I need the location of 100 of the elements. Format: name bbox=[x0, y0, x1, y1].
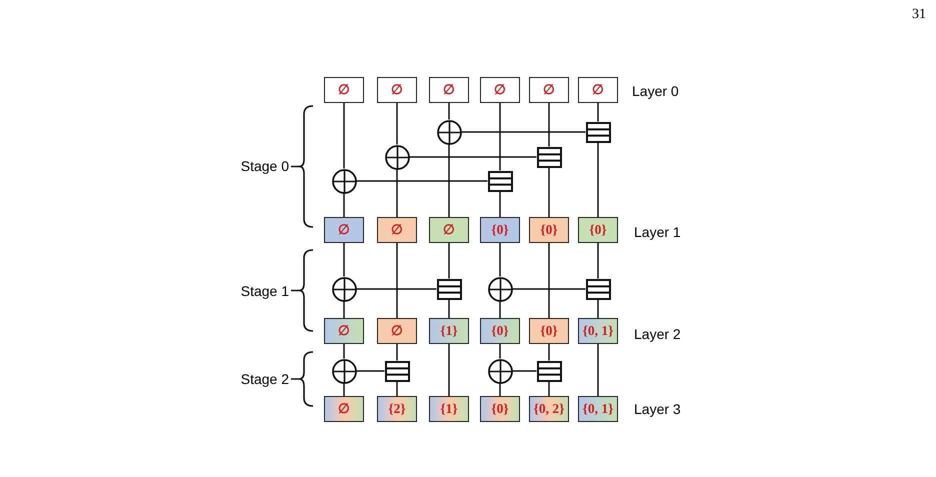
wire bbox=[448, 103, 450, 120]
wire bbox=[343, 243, 345, 276]
set-box bbox=[324, 318, 364, 344]
wire bbox=[597, 142, 599, 217]
set-box bbox=[429, 318, 469, 344]
triple-bar-gate bbox=[586, 122, 610, 142]
set-box bbox=[578, 318, 618, 344]
set-box bbox=[480, 217, 520, 243]
set-box bbox=[480, 318, 520, 344]
wire bbox=[597, 103, 599, 122]
wire bbox=[597, 344, 599, 396]
wire bbox=[343, 344, 345, 358]
triple-bar-gate bbox=[436, 278, 462, 300]
wire bbox=[343, 194, 345, 217]
wire bbox=[448, 300, 450, 318]
set-box bbox=[529, 77, 569, 103]
set-box bbox=[377, 217, 417, 243]
layer-label: Layer 3 bbox=[634, 400, 681, 418]
wire bbox=[512, 288, 586, 290]
set-box bbox=[429, 217, 469, 243]
set-label: {0, 1} bbox=[582, 402, 614, 416]
set-box bbox=[529, 318, 569, 344]
set-label: ∅ bbox=[391, 83, 403, 97]
set-label: {1} bbox=[440, 324, 458, 338]
wire bbox=[548, 168, 550, 217]
set-label: ∅ bbox=[338, 83, 350, 97]
wire bbox=[499, 384, 501, 396]
triple-bar-gate bbox=[536, 360, 562, 382]
set-label: {0, 1} bbox=[582, 324, 614, 338]
set-box bbox=[324, 396, 364, 422]
stage-label: Stage 0 bbox=[240, 158, 289, 174]
wire bbox=[396, 382, 398, 396]
xor-gate bbox=[332, 276, 356, 302]
wire bbox=[548, 382, 550, 396]
set-label: ∅ bbox=[443, 223, 455, 237]
set-box bbox=[480, 77, 520, 103]
set-label: {2} bbox=[388, 402, 406, 416]
layer-label: Layer 0 bbox=[632, 82, 679, 100]
set-box bbox=[324, 77, 364, 103]
set-label: ∅ bbox=[338, 402, 350, 416]
xor-gate bbox=[488, 358, 512, 384]
wire bbox=[512, 370, 536, 372]
triple-bar-gate bbox=[536, 146, 562, 168]
wire bbox=[343, 302, 345, 318]
layer-label: Layer 2 bbox=[634, 326, 681, 342]
set-label: ∅ bbox=[494, 83, 506, 97]
set-label: {0} bbox=[589, 223, 607, 237]
set-box bbox=[578, 217, 618, 243]
set-box bbox=[529, 396, 569, 422]
wire bbox=[356, 370, 384, 372]
xor-gate bbox=[332, 168, 356, 194]
set-label: ∅ bbox=[391, 223, 403, 237]
wire bbox=[448, 144, 450, 217]
wire bbox=[410, 156, 536, 158]
wire bbox=[548, 103, 550, 146]
set-box bbox=[377, 77, 417, 103]
wire bbox=[343, 103, 345, 168]
triple-bar-gate bbox=[384, 360, 410, 382]
set-box bbox=[429, 77, 469, 103]
set-label: {0} bbox=[491, 324, 509, 338]
wire bbox=[448, 344, 450, 396]
wire bbox=[499, 243, 501, 276]
xor-gate bbox=[436, 120, 462, 144]
wire bbox=[548, 344, 550, 360]
wire bbox=[448, 243, 450, 278]
set-label: ∅ bbox=[543, 83, 555, 97]
wire bbox=[396, 243, 398, 318]
wire bbox=[499, 344, 501, 358]
wire bbox=[396, 344, 398, 360]
set-label: ∅ bbox=[338, 223, 350, 237]
set-label: ∅ bbox=[592, 83, 604, 97]
set-label: ∅ bbox=[391, 324, 403, 338]
wire bbox=[343, 384, 345, 396]
wire bbox=[462, 131, 586, 133]
set-box bbox=[578, 77, 618, 103]
xor-gate bbox=[384, 144, 410, 170]
wire bbox=[356, 288, 436, 290]
triple-bar-gate bbox=[488, 170, 512, 192]
wire bbox=[356, 180, 488, 182]
stage-label: Stage 1 bbox=[240, 282, 289, 300]
set-box bbox=[324, 217, 364, 243]
wire bbox=[499, 192, 501, 217]
layer-label: Layer 1 bbox=[634, 224, 681, 240]
set-box bbox=[377, 396, 417, 422]
set-box bbox=[480, 396, 520, 422]
set-label: ∅ bbox=[338, 324, 350, 338]
wire bbox=[597, 300, 599, 318]
wire bbox=[396, 103, 398, 144]
set-box bbox=[429, 396, 469, 422]
wire bbox=[597, 243, 599, 278]
stage-label: Stage 2 bbox=[240, 370, 289, 388]
set-box bbox=[377, 318, 417, 344]
set-label: {0, 2} bbox=[534, 402, 564, 416]
wire bbox=[499, 302, 501, 318]
wire bbox=[548, 243, 550, 318]
wire bbox=[396, 170, 398, 217]
triple-bar-gate bbox=[586, 278, 610, 300]
set-label: ∅ bbox=[443, 83, 455, 97]
page-number: 31 bbox=[912, 6, 926, 24]
set-label: {0} bbox=[540, 324, 558, 338]
